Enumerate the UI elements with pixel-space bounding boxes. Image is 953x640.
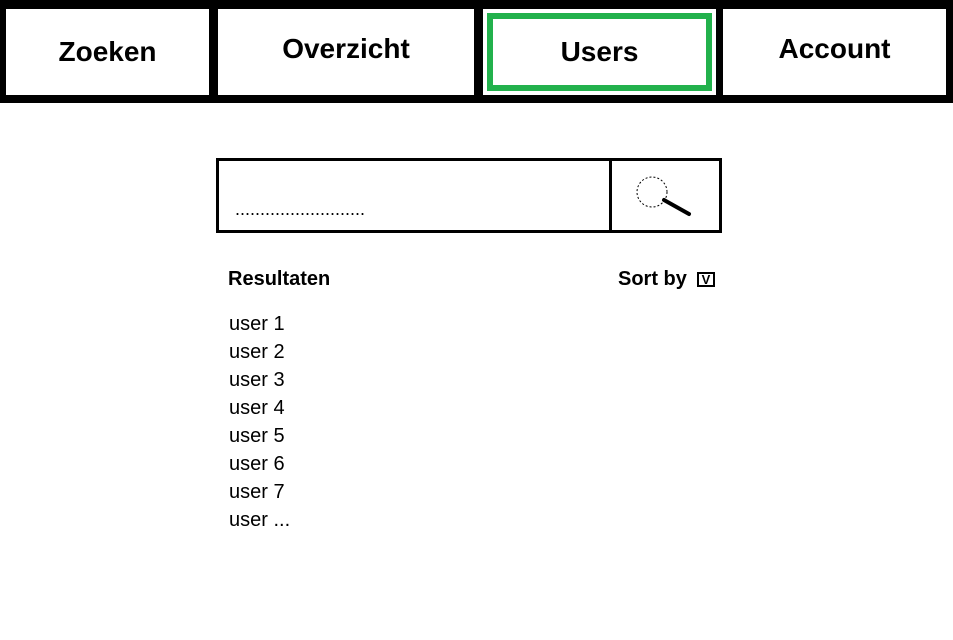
list-item[interactable]: user 7 <box>229 481 285 503</box>
list-item[interactable]: user 5 <box>229 425 285 447</box>
tab-users[interactable]: Users <box>483 9 716 95</box>
tab-account-label: Account <box>778 33 891 64</box>
tab-overzicht[interactable]: Overzicht <box>218 9 474 95</box>
list-item[interactable]: user 2 <box>229 341 285 363</box>
results-heading: Resultaten <box>228 268 331 290</box>
list-item[interactable]: user 1 <box>229 313 285 335</box>
top-navigation: Zoeken Overzicht Users Account <box>0 0 953 103</box>
tab-overzicht-label: Overzicht <box>282 33 410 64</box>
search-bar <box>216 158 722 233</box>
tab-zoeken[interactable]: Zoeken <box>6 9 209 95</box>
search-button[interactable] <box>609 161 719 230</box>
tab-users-active-highlight: Users <box>487 13 712 91</box>
list-item[interactable]: user 6 <box>229 453 285 475</box>
list-item[interactable]: user 4 <box>229 397 285 419</box>
sort-dropdown-toggle[interactable]: V <box>696 272 715 287</box>
sort-control: Sort by V <box>618 268 715 291</box>
sort-by-label: Sort by <box>618 268 687 290</box>
tab-account[interactable]: Account <box>723 9 946 95</box>
list-item[interactable]: user 3 <box>229 369 285 391</box>
magnifier-icon <box>636 176 691 216</box>
tab-zoeken-label: Zoeken <box>58 36 157 67</box>
search-input[interactable] <box>219 161 609 230</box>
results-list: user 1 user 2 user 3 user 4 user 5 user … <box>229 310 290 534</box>
tab-users-label: Users <box>560 36 639 67</box>
list-item[interactable]: user ... <box>229 509 291 531</box>
